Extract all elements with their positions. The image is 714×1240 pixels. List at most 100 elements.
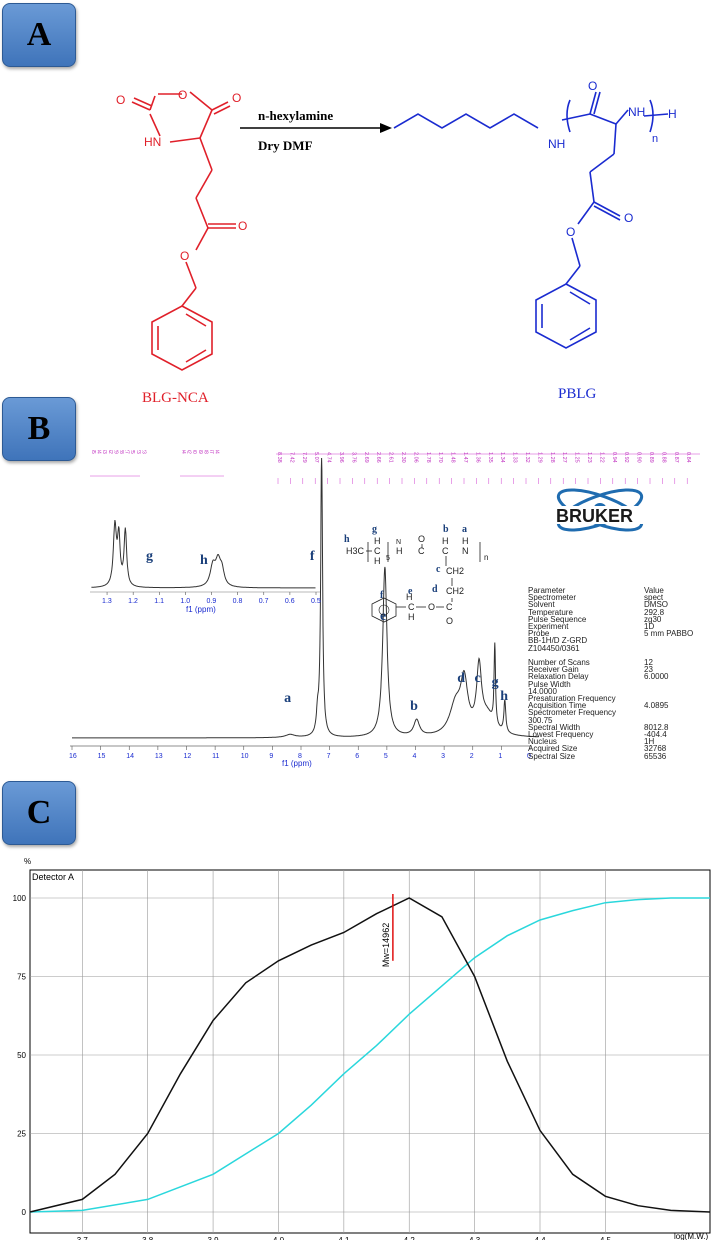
inset-peak-list: 1.351.341.331.321.291.281.271.251.231.23… [90, 450, 224, 477]
bruker-logo: BRUKER [552, 488, 648, 532]
nmr-peak-list-label: 1.47 [462, 452, 468, 463]
gpc-x-tick-label: 3.9 [208, 1236, 220, 1240]
nmr-peak-list-label: 0.90 [636, 452, 642, 463]
struct-h: H [442, 536, 449, 546]
inset-axis-label: f1 (ppm) [186, 605, 216, 614]
inset-peak-list-label: 0.92 [186, 450, 192, 454]
struct-label-g: g [372, 524, 377, 535]
parameter-row: Z104450/0361 [528, 644, 644, 655]
struct-label-a: a [462, 524, 467, 535]
panel-b-badge: B [2, 397, 76, 461]
gpc-mw-annotation: Mw=14962 [381, 923, 391, 967]
nmr-peak-label-g: g [492, 675, 499, 690]
atom-nh: NH [548, 137, 565, 151]
nmr-peak-list-label: 1.78 [425, 452, 431, 463]
parameter-row: Presaturation Frequency [528, 694, 644, 705]
gpc-x-tick-label: 4.5 [600, 1236, 612, 1240]
struct-label-f: f [380, 590, 384, 601]
nmr-peak-list-label: 3.76 [350, 452, 356, 463]
parameter-row: BB-1H/D Z-GRD [528, 636, 644, 647]
inset-peak-list-label: 1.28 [118, 450, 124, 454]
inset-tick-label: 1.2 [128, 598, 138, 605]
parameter-value: 23 [644, 665, 653, 675]
reaction-arrow [240, 123, 392, 133]
inset-peak-list-label: 0.84 [214, 450, 220, 454]
parameter-value: 1H [644, 737, 655, 747]
struct-c: C [374, 546, 381, 556]
parameter-key: Nucleus [528, 737, 557, 747]
struct-o: O [428, 602, 435, 612]
struct-h: H [408, 612, 415, 622]
gpc-y-tick-label: 25 [17, 1130, 26, 1139]
parameter-value: Value [644, 586, 664, 595]
atom-o: O [232, 91, 241, 105]
struct-label-c: c [436, 564, 441, 575]
nmr-peak-list-label: 1.25 [574, 452, 580, 463]
parameter-key: Spectrometer Frequency [528, 708, 617, 718]
inset-peak-list-label: 1.25 [129, 450, 135, 454]
inset-peak-list-label: 1.27 [124, 450, 130, 454]
nmr-peak-label-f: f [310, 549, 315, 564]
nmr-tick-label: 15 [98, 753, 106, 760]
inset-tick-label: 0.5 [311, 598, 321, 605]
nmr-peak-list-label: 2.66 [375, 452, 381, 463]
inset-peak-list-label: 1.33 [101, 450, 107, 454]
parameter-key: Pulse Width [528, 679, 571, 689]
nmr-tick-label: 7 [327, 753, 331, 760]
inset-peak-list-label: 0.94 [180, 450, 186, 454]
nmr-tick-label: 13 [155, 753, 163, 760]
struct-h3c: H3C [346, 546, 365, 556]
nmr-peak-list-label: 1.27 [561, 452, 567, 463]
nmr-peak-label-a: a [284, 691, 291, 706]
parameter-value: DMSO [644, 600, 668, 610]
reactant-name: BLG-NCA [142, 390, 209, 406]
nmr-peak-list-label: 1.48 [450, 452, 456, 463]
inset-peak-list-label: 0.90 [191, 450, 197, 454]
parameter-row: Pulse Width [528, 680, 644, 691]
inset-peak-list-label: 1.34 [96, 450, 102, 454]
nmr-peak-list-label: 2.69 [363, 452, 369, 463]
inset-tick-label: 0.7 [259, 598, 269, 605]
gpc-x-axis: 3.73.83.94.04.14.24.34.44.5 [77, 1236, 612, 1240]
blg-nca-structure [131, 91, 236, 371]
nmr-peak-list-label: 1.33 [512, 452, 518, 463]
parameter-value: 292.8 [644, 607, 665, 617]
parameter-value: -404.4 [644, 730, 667, 739]
subscript-n: n [652, 133, 658, 145]
nmr-peak-list-label: 1.70 [437, 452, 443, 463]
nmr-peak-list-label: 3.96 [338, 452, 344, 463]
nmr-tick-label: 1 [498, 753, 502, 760]
pblg-mini-structure: h g b a H3C C H H 5 H N C O C H N H n c … [344, 524, 488, 626]
struct-h: H [374, 556, 381, 566]
atom-o: O [624, 211, 633, 225]
nmr-axis-label: f1 (ppm) [282, 759, 312, 768]
parameter-value: 6.0000 [644, 672, 669, 682]
gpc-x-tick-label: 4.2 [404, 1236, 416, 1240]
nmr-peak-label-b: b [410, 699, 418, 714]
pblg-structure [393, 91, 669, 349]
parameter-key: Acquired Size [528, 744, 578, 754]
inset-tick-label: 0.9 [207, 598, 217, 605]
atom-o: O [238, 219, 247, 233]
struct-h: H [462, 536, 469, 546]
parameter-row: Nucleus 1H [528, 737, 654, 748]
parameter-key: BB-1H/D Z-GRD [528, 636, 588, 646]
gpc-y-tick-label: 100 [13, 894, 27, 903]
struct-h: H [396, 546, 403, 556]
panel-c-label: C [26, 794, 52, 831]
gpc-y-tick-label: 0 [22, 1208, 27, 1217]
inset-trace [91, 520, 316, 589]
inset-tick-label: 0.8 [233, 598, 243, 605]
nmr-tick-label: 2 [470, 753, 474, 760]
